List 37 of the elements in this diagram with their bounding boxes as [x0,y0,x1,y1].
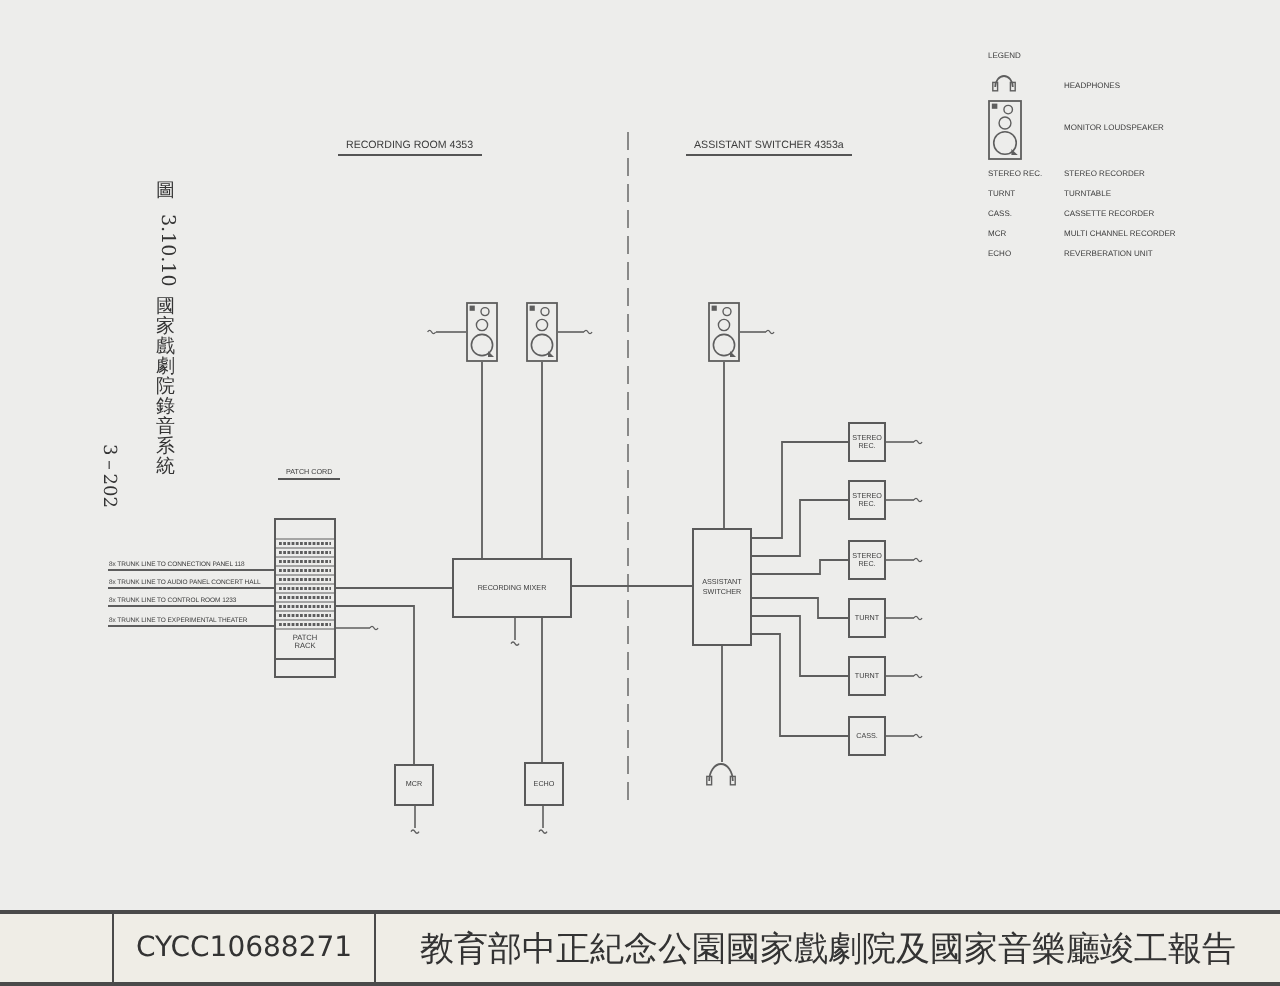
connector-line [541,361,543,559]
connector-line [721,645,723,763]
loudspeaker-icon [526,302,558,362]
device-box [848,540,886,580]
connector-line [751,615,849,677]
loudspeaker-icon [708,302,740,362]
connector-line [571,585,693,587]
connector-line [751,633,849,737]
device-box [524,762,564,806]
connector-line [751,559,849,575]
connector-line [107,587,275,589]
device-box [848,480,886,520]
connector-line [751,441,849,539]
connector-line [107,625,275,627]
device-box [848,656,886,696]
connector-line [335,587,453,589]
archive-id: CYCC10688271 [112,914,374,982]
connector-line [481,361,483,559]
loudspeaker-icon [466,302,498,362]
connector-line [541,617,543,763]
connector-line [751,597,849,619]
report-title: 教育部中正紀念公園國家戲劇院及國家音樂廳竣工報告 [374,914,1280,982]
device-box [848,598,886,638]
device-box [452,558,572,618]
headphones-icon [706,762,736,786]
connector-line [107,569,275,571]
device-box [692,528,752,646]
device-box [848,716,886,756]
connector-line [751,499,849,557]
page-number: 3－202 [96,444,116,508]
connector-line [723,361,725,529]
device-box [394,764,434,806]
connector-line [107,605,275,607]
connector-line [335,605,415,765]
figure-title: 圖 3.10.10 國家戲劇院錄音系統 [154,182,178,478]
device-box [848,422,886,462]
patch-rack [274,518,336,678]
